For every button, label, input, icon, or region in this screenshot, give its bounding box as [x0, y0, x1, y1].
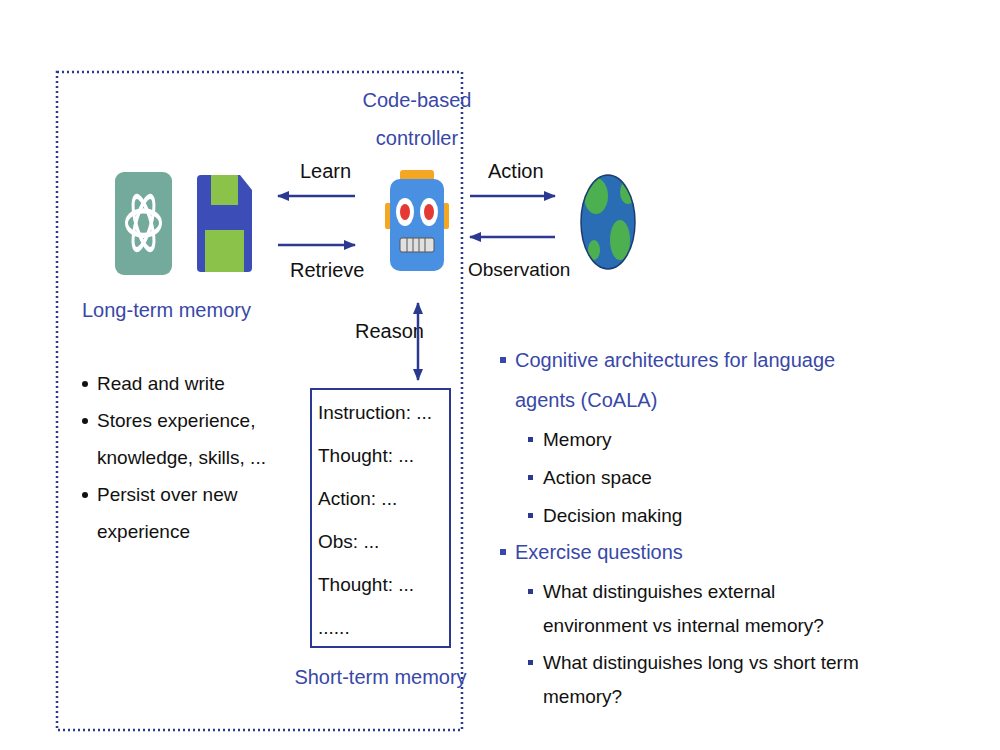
floppy-label — [205, 230, 244, 272]
edge-label: Reason — [355, 319, 424, 343]
robot-mouth — [400, 238, 434, 252]
controller-node: Code-based controller — [358, 85, 476, 295]
robot-teeth — [407, 238, 425, 252]
text-label: Memory — [543, 421, 843, 459]
observation-arrow — [470, 236, 555, 239]
flow-arrow — [278, 195, 355, 198]
globe-outline — [581, 175, 635, 269]
action-arrow — [470, 195, 555, 198]
text-label: What distinguishes external environment … — [543, 575, 863, 643]
floppy-shutter — [211, 175, 238, 205]
text-label: What distinguishes long vs short term me… — [543, 646, 893, 714]
memory-entry: ...... — [312, 606, 449, 649]
text-label: Observation — [468, 258, 588, 282]
robot-pupil — [424, 204, 434, 220]
memory-entry: Instruction: ... — [312, 391, 449, 434]
node-title: Code-based controller — [358, 81, 476, 157]
text-label: Action space — [543, 459, 843, 497]
text-label: Action — [488, 159, 568, 183]
memory-node: Long-term memory — [78, 165, 275, 325]
text-label: Persist over new experience — [97, 476, 307, 550]
globe — [581, 175, 635, 269]
text-label: Stores experience, knowledge, skills, ..… — [97, 402, 307, 476]
robot-head — [390, 179, 444, 271]
node-caption: Short-term memory — [290, 665, 471, 689]
llm-icon-knot — [127, 191, 161, 255]
memory-entry: Obs: ... — [312, 520, 449, 563]
text-label: Read and write — [97, 365, 307, 402]
text-label: Cognitive architectures for language age… — [515, 340, 885, 420]
llm-icon — [115, 172, 172, 275]
node-title: Long-term memory — [82, 298, 277, 322]
dotted-boundary — [57, 72, 462, 730]
text-label: Decision making — [543, 497, 843, 535]
robot-eye — [396, 198, 414, 226]
robot-hat — [400, 170, 434, 182]
memory-entry: Thought: ... — [312, 563, 449, 606]
short-term-memory-box: Instruction: ...Thought: ...Action: ...O… — [310, 388, 451, 693]
memory-frame: Instruction: ...Thought: ...Action: ...O… — [310, 388, 451, 648]
edge-label: Learn — [300, 159, 351, 183]
floppy-icon — [197, 175, 252, 272]
memory-entry: Action: ... — [312, 477, 449, 520]
robot-ear — [385, 203, 393, 229]
robot-ear — [441, 203, 449, 229]
robot-eye — [420, 198, 438, 226]
memory-entry: Thought: ... — [312, 434, 449, 477]
robot-pupil — [400, 204, 410, 220]
text-label: Exercise questions — [515, 532, 885, 572]
flow-arrow — [278, 244, 355, 247]
edge-label: Retrieve — [290, 258, 364, 282]
globe-land — [584, 178, 636, 260]
